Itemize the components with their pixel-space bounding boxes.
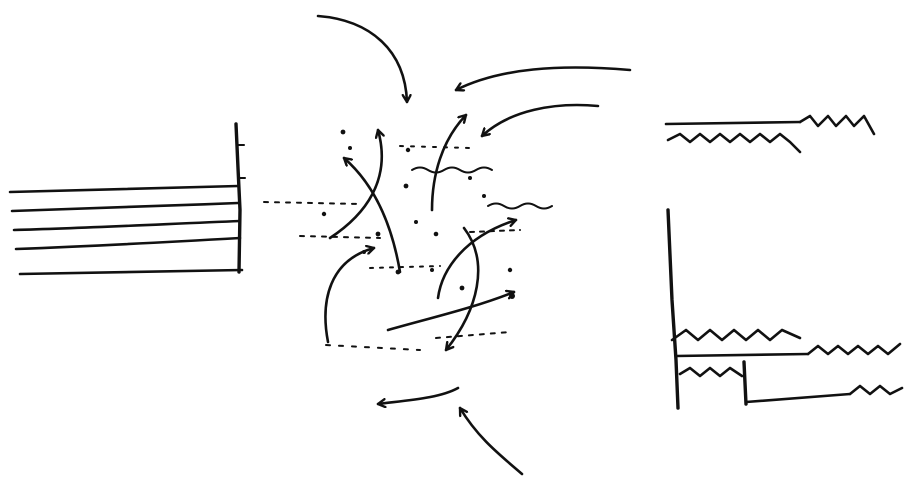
right-top-straight-line <box>664 120 802 126</box>
arrow-center-up-2 <box>430 113 468 212</box>
right-top-jagged-line <box>798 114 876 136</box>
right-bottom-jagged <box>848 384 904 396</box>
dash-row-bottom <box>325 344 421 351</box>
right-step-vertical <box>742 360 748 406</box>
arrow-bottom-left-outward <box>376 386 460 404</box>
dash-row-mid <box>369 265 441 269</box>
dash-row-bottom-right <box>435 331 511 339</box>
arrow-bottom-inward <box>458 406 524 476</box>
arrow-top-left-inward <box>316 14 407 104</box>
right-inner-jagged-line <box>678 366 744 378</box>
dash-row-left-1 <box>263 201 361 205</box>
dash-row-right <box>469 229 521 233</box>
dash-row-top <box>399 145 471 149</box>
right-vertical-wall <box>666 208 680 410</box>
left-parallel-lines-panel <box>8 122 246 276</box>
arrow-center-curve-1 <box>342 156 402 274</box>
horizontal-line-4 <box>14 236 242 251</box>
right-mid-jagged-line <box>670 328 802 342</box>
arrow-top-right-inward <box>454 66 632 90</box>
horizontal-line-5 <box>18 268 244 276</box>
horizontal-line-1 <box>8 184 240 194</box>
right-divider-line <box>674 352 810 358</box>
arrow-center-bottom-long <box>386 292 516 332</box>
arrow-center-up-1 <box>328 128 382 240</box>
left-vertical-wall <box>234 122 242 274</box>
arrow-center-right-up <box>436 220 518 300</box>
arrow-right-inward <box>480 103 600 138</box>
scattered-dots <box>321 129 515 299</box>
arrow-center-left-curl <box>324 248 376 344</box>
dash-row-left-2 <box>299 235 381 239</box>
right-divider-jagged <box>806 342 902 356</box>
wavy-line-right <box>487 202 553 210</box>
center-scattered-arrows-panel <box>263 14 632 476</box>
right-second-jagged-line <box>666 132 802 154</box>
horizontal-line-3 <box>12 219 242 232</box>
right-bottom-line <box>744 392 852 404</box>
wavy-line-top <box>411 166 493 174</box>
right-stepped-jagged-lines-panel <box>664 114 904 410</box>
horizontal-line-2 <box>10 201 240 213</box>
arrow-center-right-down <box>444 226 480 352</box>
